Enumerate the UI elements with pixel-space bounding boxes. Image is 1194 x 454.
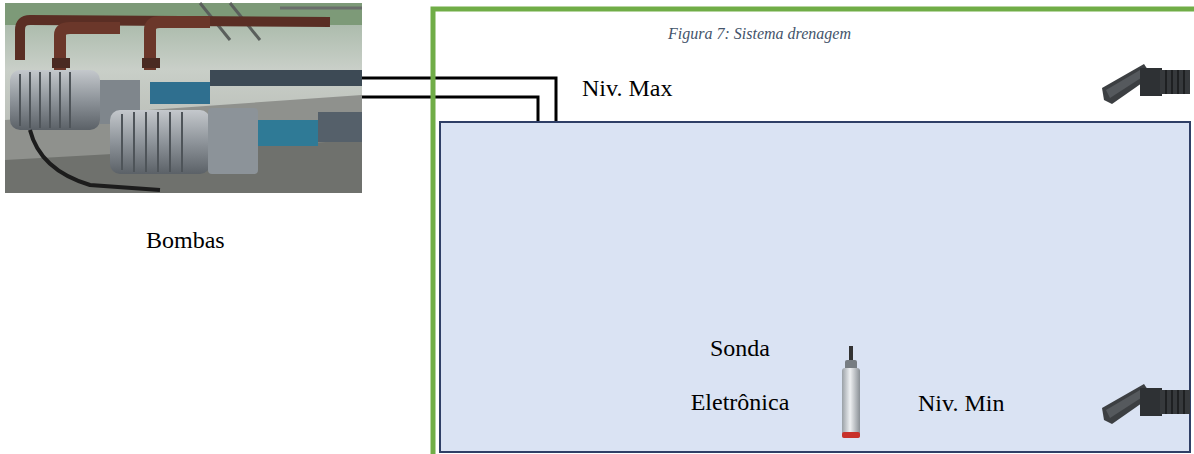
float-switch [1102, 384, 1190, 424]
figure-caption: Figura 7: Sistema drenagem [668, 25, 851, 43]
level-label: Niv. Min [918, 390, 1004, 417]
tank-wall [433, 9, 1194, 454]
level-probe [842, 346, 860, 438]
pump-photo [5, 3, 362, 193]
pump-label: Bombas [146, 227, 225, 254]
level-label: Niv. Max [582, 75, 672, 102]
float-switch [1102, 64, 1190, 104]
probe-label: Sonda Eletrônica [665, 321, 815, 429]
water-body [440, 122, 1190, 452]
